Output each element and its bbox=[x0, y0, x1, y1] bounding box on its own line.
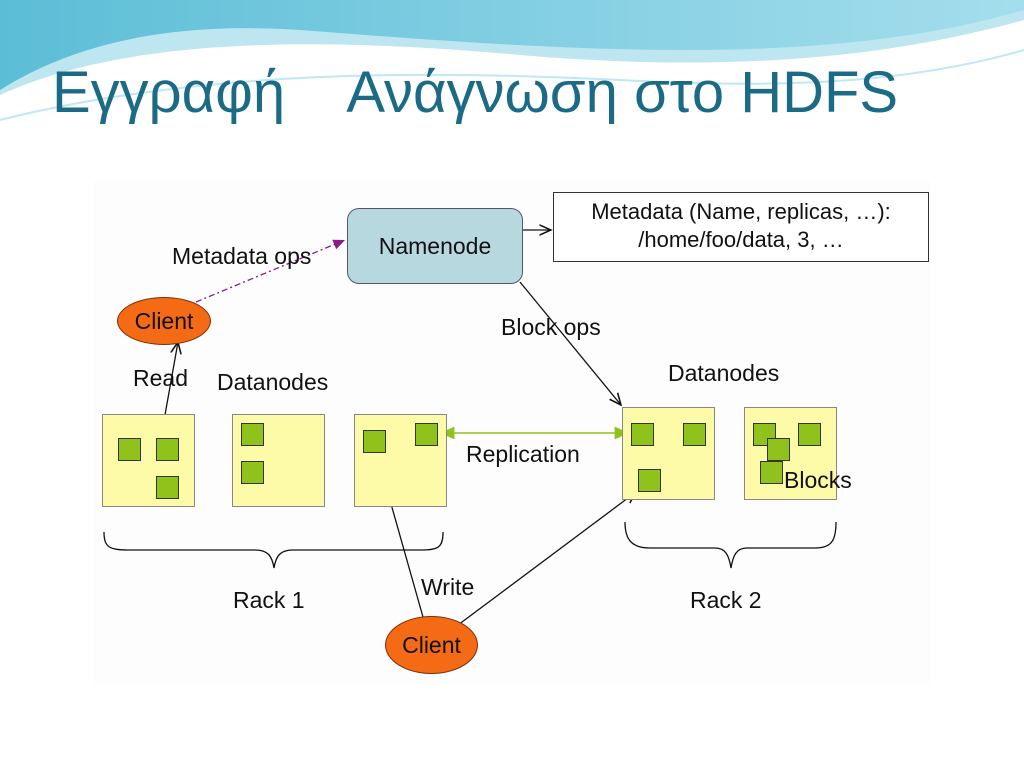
client-top-label: Client bbox=[134, 307, 194, 334]
block bbox=[638, 469, 661, 492]
block bbox=[156, 438, 179, 461]
block bbox=[760, 461, 783, 484]
metadata-ops-arrow bbox=[195, 239, 346, 303]
replication-label: Replication bbox=[466, 441, 580, 467]
header-wave-decoration bbox=[0, 0, 1024, 121]
metadata-box: Metadata (Name, replicas, …): /home/foo/… bbox=[553, 192, 929, 262]
block bbox=[118, 438, 141, 461]
read-arrow bbox=[162, 342, 178, 427]
blocks-label: Blocks bbox=[784, 467, 852, 493]
metadata-line-1: Metadata (Name, replicas, …): bbox=[591, 199, 891, 224]
client-top: Client bbox=[117, 297, 211, 345]
datanode-rack1-1 bbox=[102, 414, 195, 507]
datanodes-left-label: Datanodes bbox=[217, 369, 329, 395]
metadata-line-2: /home/foo/data, 3, … bbox=[638, 227, 844, 252]
block bbox=[415, 423, 438, 446]
rack1-label: Rack 1 bbox=[233, 587, 305, 613]
write-arrow-rack2 bbox=[457, 492, 636, 626]
write-label: Write bbox=[421, 574, 475, 600]
client-bottom: Client bbox=[385, 616, 478, 674]
block-ops-arrow bbox=[519, 281, 621, 405]
block bbox=[798, 423, 821, 446]
datanode-rack2-2 bbox=[744, 407, 837, 500]
rack1-brace bbox=[103, 531, 444, 569]
block bbox=[683, 423, 706, 446]
namenode-label: Namenode bbox=[378, 232, 492, 259]
rack2-label: Rack 2 bbox=[690, 587, 762, 613]
datanode-rack1-3 bbox=[354, 414, 447, 507]
block bbox=[631, 423, 654, 446]
block bbox=[156, 476, 179, 499]
block bbox=[363, 430, 386, 453]
client-bottom-label: Client bbox=[402, 631, 461, 658]
datanode-rack1-2 bbox=[232, 414, 325, 507]
datanodes-right-label: Datanodes bbox=[668, 360, 780, 386]
rack2-brace bbox=[624, 521, 837, 569]
block bbox=[241, 461, 264, 484]
block bbox=[767, 438, 790, 461]
namenode-box: Namenode bbox=[347, 208, 523, 284]
read-label: Read bbox=[133, 365, 188, 391]
metadata-ops-label: Metadata ops bbox=[172, 243, 312, 269]
slide-title: Εγγραφή Ανάγνωση στο HDFS bbox=[52, 60, 899, 125]
block bbox=[241, 423, 264, 446]
block-ops-label: Block ops bbox=[501, 314, 601, 340]
datanode-rack2-1 bbox=[622, 407, 715, 500]
